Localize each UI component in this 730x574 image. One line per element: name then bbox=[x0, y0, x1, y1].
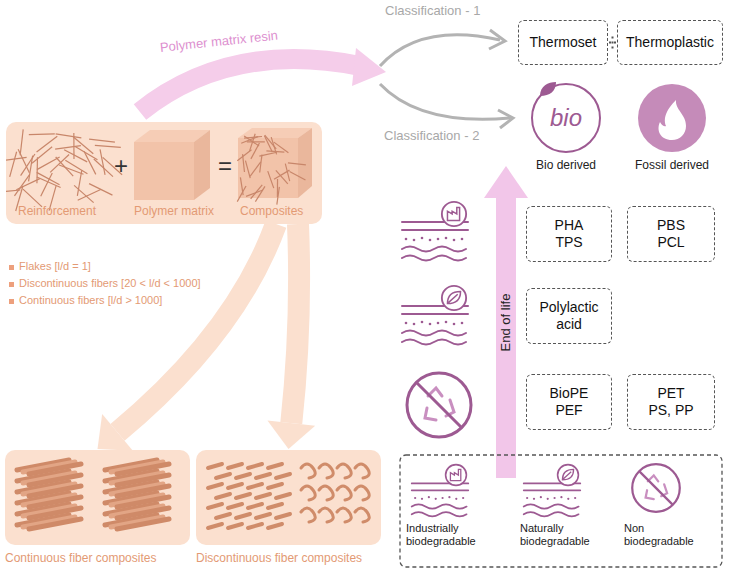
label: Polymer matrix resin bbox=[159, 28, 278, 55]
part-caption: Reinforcement bbox=[18, 204, 96, 218]
composite-illustration bbox=[5, 450, 190, 545]
composite-panel: Continuous fiber composites bbox=[5, 450, 190, 545]
composite-panel: Reinforcement + Polymer matrix = Composites bbox=[6, 122, 322, 224]
material-box: Thermoset bbox=[518, 20, 608, 65]
label: Flakes [l/d = 1] bbox=[19, 260, 91, 272]
operator-sign: = bbox=[218, 152, 232, 180]
material-box: PBS PCL bbox=[627, 206, 715, 262]
connector bbox=[98, 224, 277, 451]
composite-illustration bbox=[196, 450, 381, 545]
material-box: PET PS, PP bbox=[627, 374, 715, 430]
material-box: PHA TPS bbox=[526, 206, 612, 262]
box-label: Thermoplastic bbox=[622, 34, 718, 51]
fiber-illustration bbox=[17, 460, 169, 529]
box-label: Polylactic acid bbox=[531, 299, 607, 333]
label: Discontinuous fibers [20 < l/d < 1000] bbox=[19, 277, 201, 289]
box-label: PBS PCL bbox=[651, 217, 691, 251]
panel-caption: Continuous fiber composites bbox=[5, 551, 156, 565]
box-label: PHA TPS bbox=[549, 217, 589, 251]
arrow-head bbox=[267, 421, 315, 449]
part-caption: Composites bbox=[240, 204, 303, 218]
label: Classification - 1 bbox=[385, 3, 480, 18]
label: Bio derived bbox=[536, 158, 596, 172]
icon-text: bio bbox=[550, 104, 582, 132]
composite-panel: Discontinuous fiber composites bbox=[196, 450, 381, 545]
material-box: Thermoplastic bbox=[617, 20, 723, 65]
box-label: Thermoset bbox=[523, 34, 603, 51]
fiber-illustration bbox=[6, 128, 312, 211]
panel-caption: Discontinuous fiber composites bbox=[196, 551, 362, 565]
material-box: Polylactic acid bbox=[526, 288, 612, 344]
legend-label: Naturally biodegradable bbox=[520, 522, 600, 548]
flow-arrow bbox=[291, 224, 299, 423]
label: Classification - 2 bbox=[384, 128, 479, 143]
material-box: BioPE PEF bbox=[526, 374, 612, 430]
label: Fossil derived bbox=[635, 158, 709, 172]
connector bbox=[609, 37, 616, 49]
box-label: PET PS, PP bbox=[646, 385, 696, 419]
part-caption: Polymer matrix bbox=[134, 204, 214, 218]
label: End of life bbox=[498, 293, 513, 351]
dotted-link bbox=[612, 37, 614, 49]
connector bbox=[267, 224, 315, 449]
flow-arrow bbox=[118, 224, 276, 432]
arrow-head bbox=[98, 414, 133, 451]
legend-label: Non biodegradable bbox=[624, 522, 698, 548]
legend-label: Industrially biodegradable bbox=[406, 522, 486, 548]
operator-sign: + bbox=[114, 152, 128, 180]
fiber-illustration bbox=[208, 464, 369, 528]
label: Continuous fibers [l/d > 1000] bbox=[19, 294, 162, 306]
box-label: BioPE PEF bbox=[544, 385, 594, 419]
